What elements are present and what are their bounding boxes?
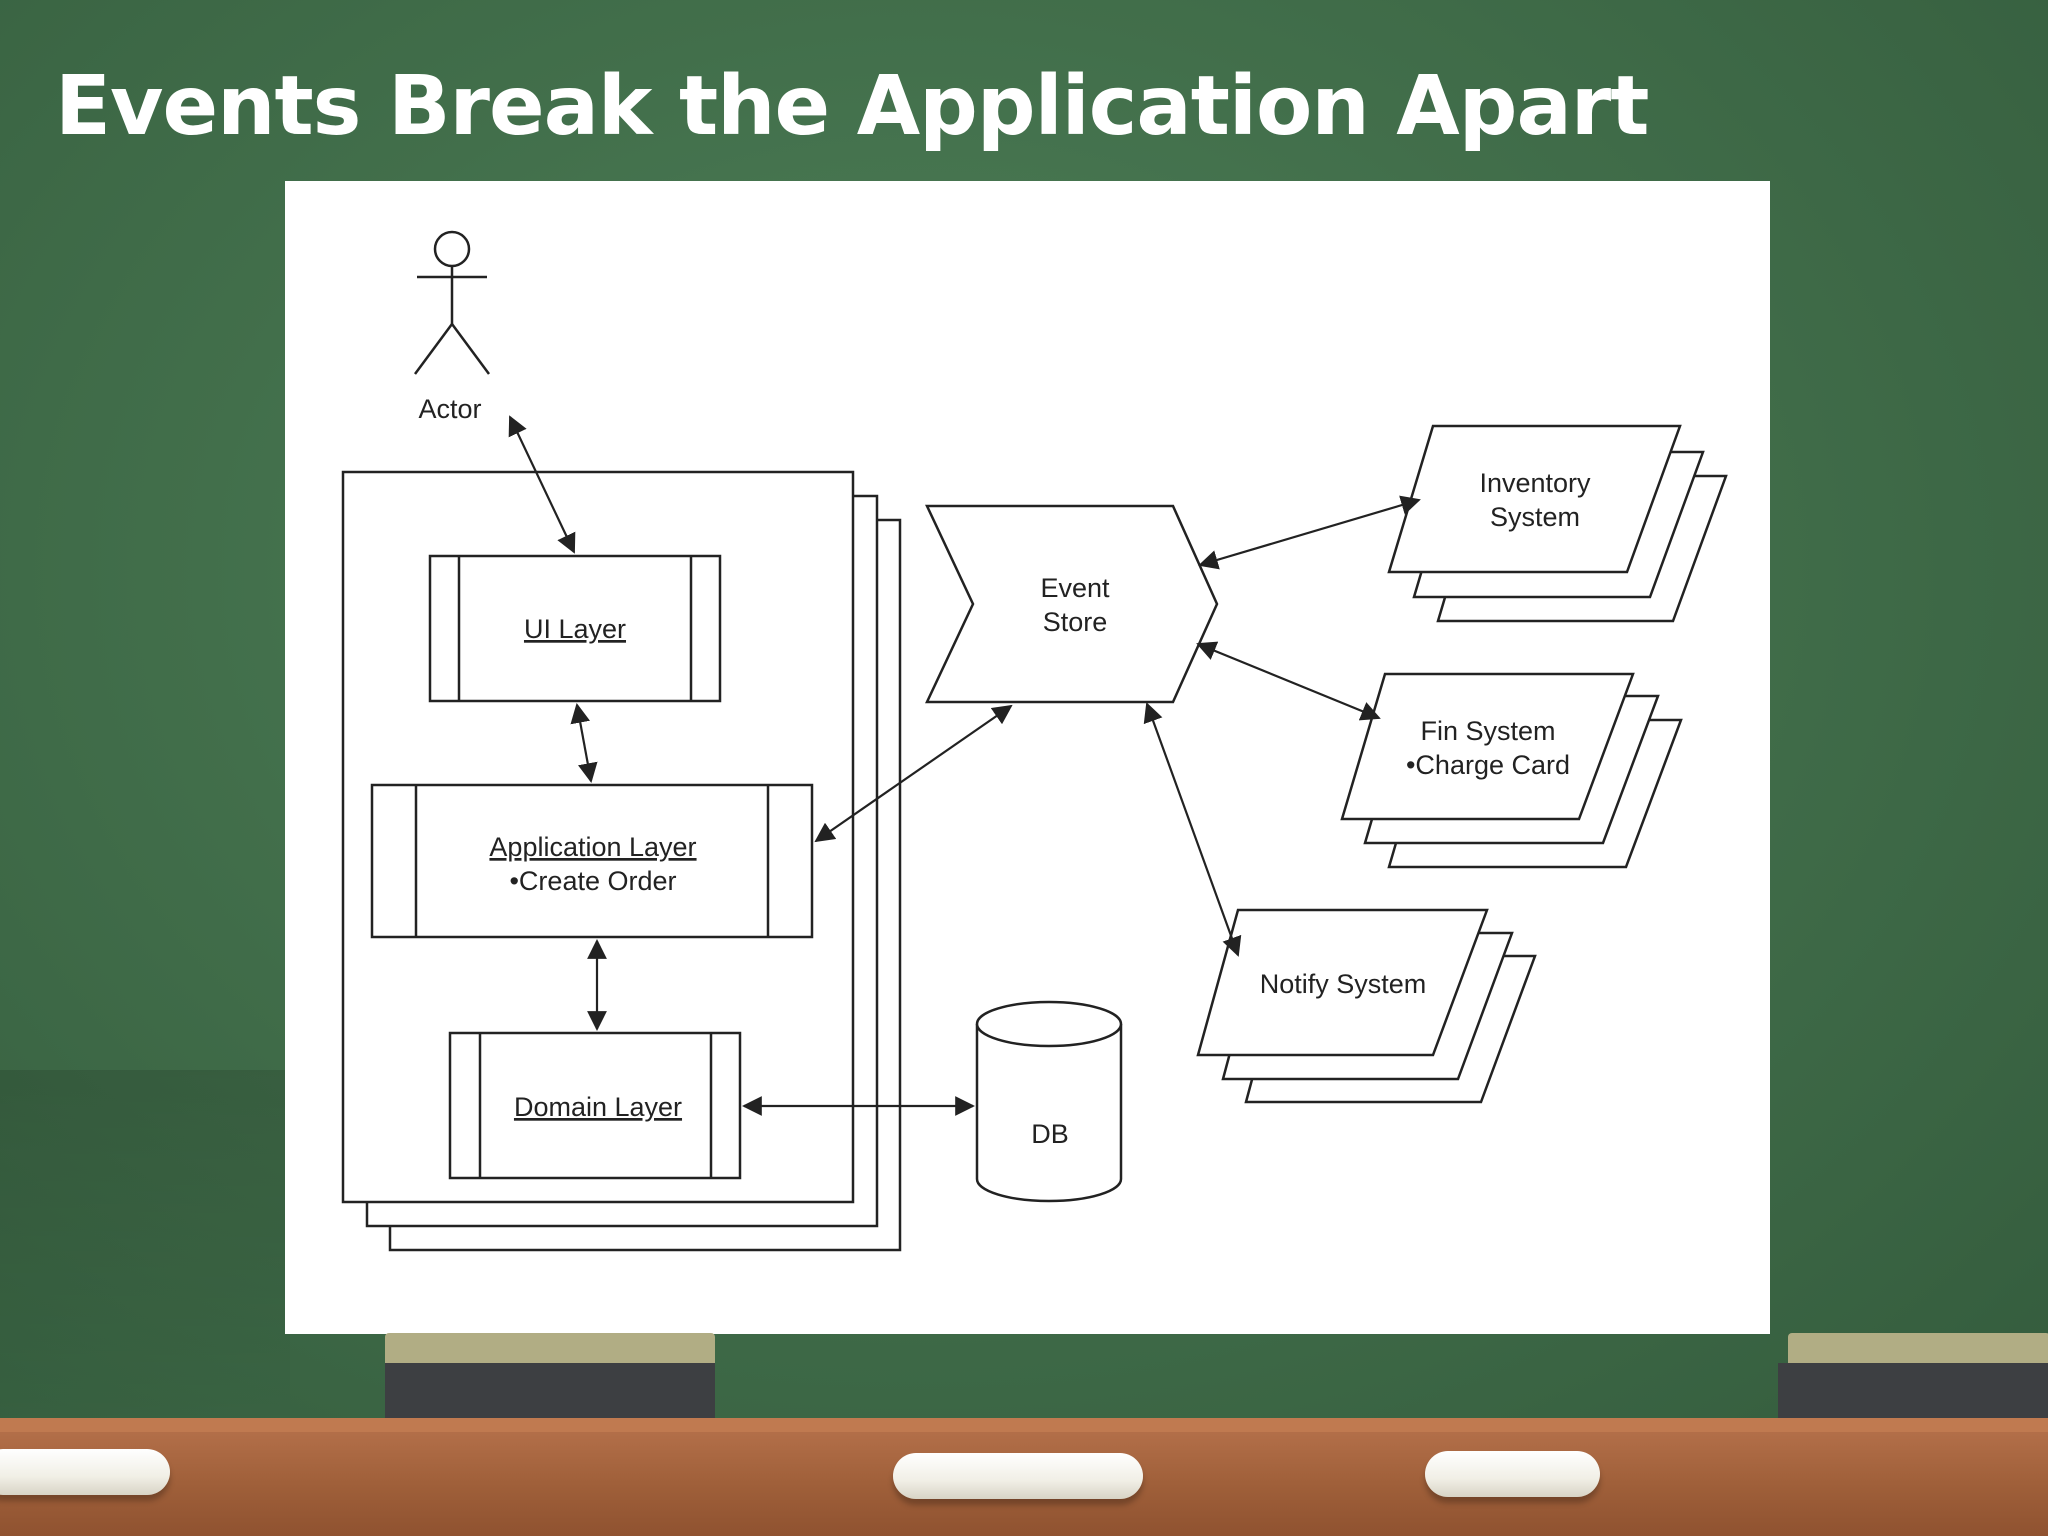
ui-layer-label: UI Layer — [524, 614, 626, 644]
db-label: DB — [1031, 1119, 1069, 1149]
chalk-ledge-lip — [0, 1418, 2048, 1432]
inventory-system-label-line2: System — [1490, 502, 1580, 532]
eraser-left-felt — [385, 1333, 715, 1363]
event-store-shape — [925, 504, 1219, 704]
fin-system-shape — [1340, 672, 1683, 869]
inventory-system-shape — [1387, 424, 1728, 623]
application-layer-bullet: •Create Order — [509, 866, 676, 896]
db-cylinder — [975, 1000, 1123, 1203]
event-store-label-line2: Store — [1043, 607, 1108, 637]
application-layer-label: Application Layer — [489, 832, 696, 862]
slide-title: Events Break the Application Apart — [55, 59, 1649, 154]
board-shadow — [0, 1070, 290, 1430]
notify-system-shape — [1196, 908, 1537, 1104]
actor-figure — [413, 230, 491, 375]
inventory-system-label-line1: Inventory — [1479, 468, 1591, 498]
architecture-diagram: Actor UI Layer Application Layer •Create… — [285, 181, 1770, 1334]
domain-layer-box — [448, 1031, 742, 1180]
chalk-piece-left — [0, 1449, 170, 1495]
chalk-piece-right — [1425, 1451, 1600, 1497]
fin-system-label-line1: Fin System — [1420, 716, 1555, 746]
application-layer-box — [370, 783, 814, 939]
connection-arrows — [508, 415, 1421, 1116]
actor-label: Actor — [418, 394, 481, 424]
domain-layer-label: Domain Layer — [514, 1092, 682, 1122]
chalk-piece-middle — [893, 1453, 1143, 1499]
eraser-right-felt — [1788, 1333, 2048, 1363]
ui-layer-box — [428, 554, 722, 703]
event-store-label-line1: Event — [1040, 573, 1110, 603]
notify-system-label: Notify System — [1260, 969, 1427, 999]
fin-system-label-bullet: •Charge Card — [1406, 750, 1570, 780]
